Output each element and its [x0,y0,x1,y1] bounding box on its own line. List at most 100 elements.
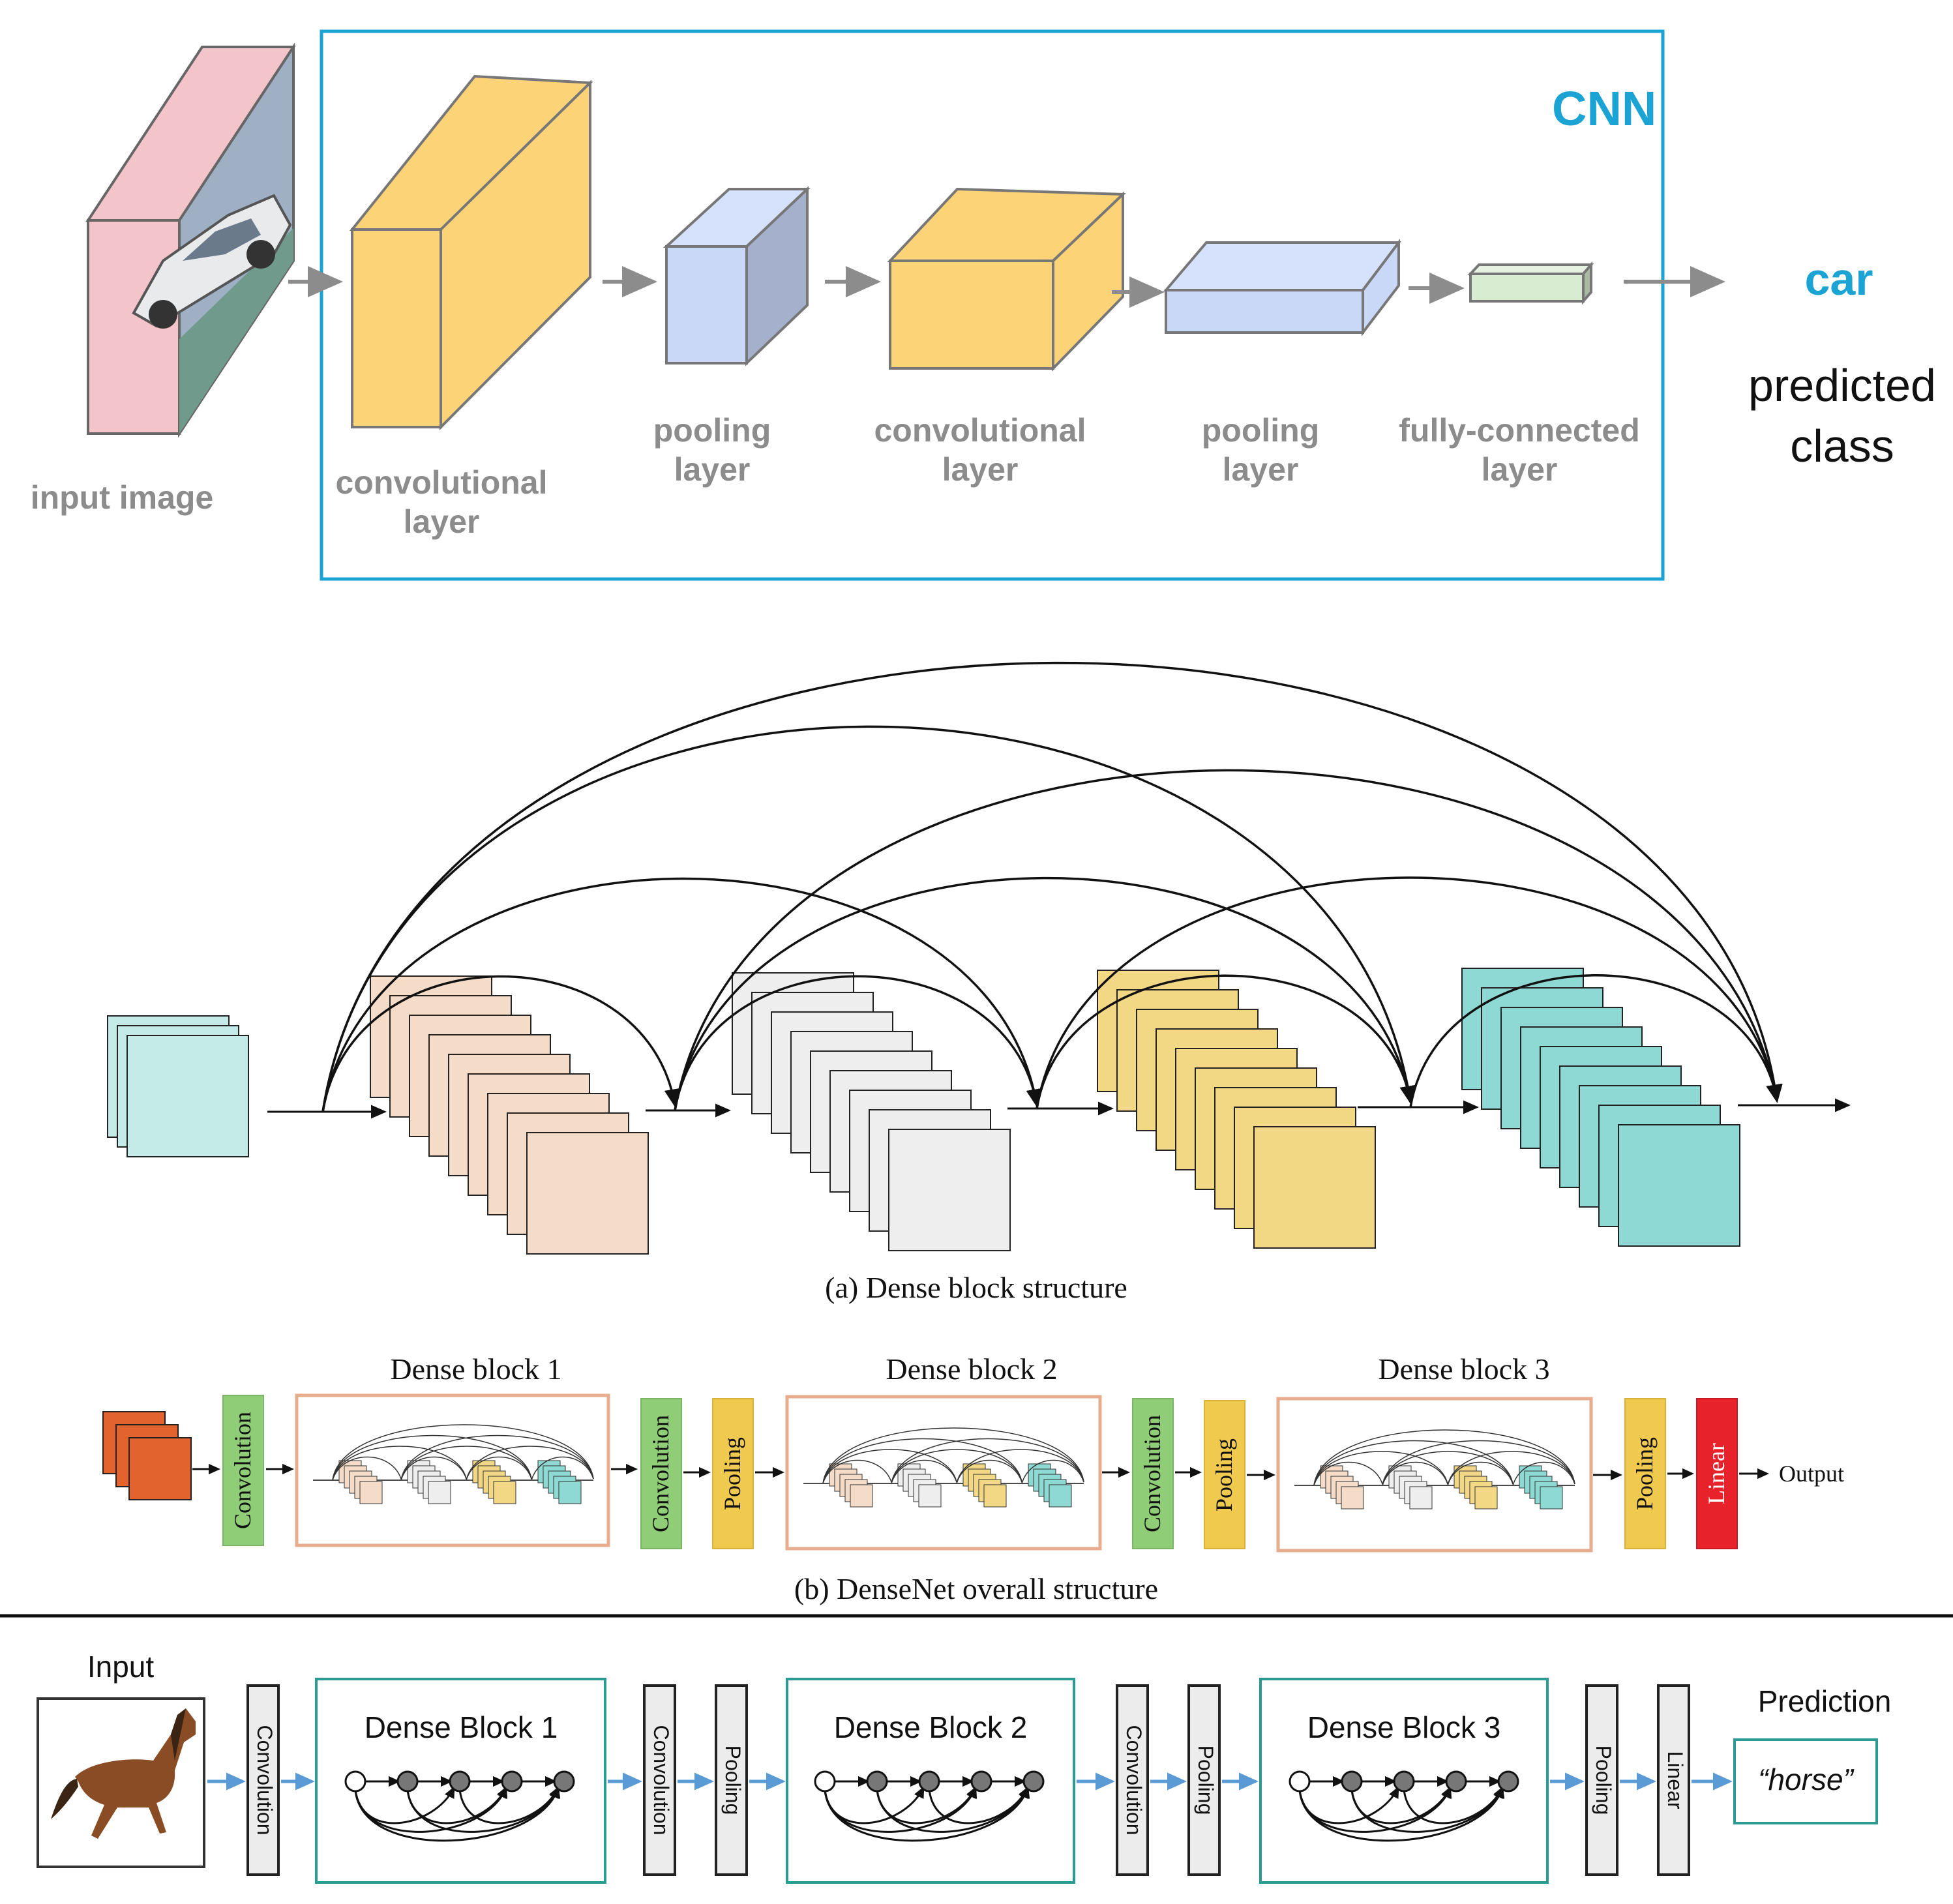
mini-feature-map [1049,1484,1072,1508]
convolution-2-label: Convolution [648,1415,674,1532]
dense-block-1-mini: Dense block 1 [295,1352,610,1547]
convolution-1: Convolution [222,1395,264,1546]
layer-2-label-line2: layer [674,451,751,488]
feature-map [888,1129,1011,1251]
layer-node [970,1770,992,1792]
input-image: input image [31,42,296,516]
cnn-frame [320,29,1665,581]
mini-skip-arc [1382,1461,1448,1486]
prediction-title: Prediction [1758,1684,1892,1718]
mini-skip-arc [1382,1440,1575,1486]
simple-convolution-1-label: Convolution [253,1725,276,1836]
feature-map [1253,1126,1376,1249]
layer-node [1445,1770,1467,1792]
mini-skip-arc [332,1456,402,1481]
predicted-class-line2: class [1790,421,1894,471]
feature-map [526,1132,649,1255]
mini-skip-arc [891,1438,1084,1484]
layer-node [1497,1770,1519,1792]
pooling-3-label: Pooling [1632,1437,1658,1510]
node-skip-connection [1298,1786,1505,1842]
node-skip-connection [1403,1786,1504,1824]
densenet-overall-caption: (b) DenseNet overall structure [794,1572,1158,1605]
mini-skip-arc [1447,1461,1513,1486]
layer-1-label-line2: layer [404,503,480,540]
layer-3-label-line2: layer [942,451,1019,488]
pooling-2: Pooling [1204,1400,1245,1549]
cnn-label: CNN [1552,82,1656,136]
mini-feature-map [359,1481,383,1504]
simple-dense-block-3: Dense Block 3 [1259,1678,1549,1884]
output-label: Output [1779,1461,1844,1487]
dense-layer-stack-1 [370,975,649,1255]
mini-skip-arc [1447,1451,1575,1486]
convolutional-layer-1 [349,74,593,430]
mini-skip-arc [822,1459,892,1484]
simple-pooling-3: Pooling [1585,1684,1618,1876]
cnn-panel: CNN input image [31,29,1936,581]
pooling-3: Pooling [1624,1398,1666,1549]
layer-5-label-line1: fully-connected [1399,412,1639,449]
simple-dense-block-2-title: Dense Block 2 [834,1710,1028,1744]
mini-skip-arc [400,1456,467,1481]
dense-block-3-mini: Dense block 3 [1276,1352,1593,1553]
convolution-2: Convolution [640,1398,682,1549]
mini-skip-arc [400,1435,594,1481]
convolution-1-label: Convolution [230,1412,256,1529]
skip-arc-2-3 [1036,974,1416,1109]
node-skip-connection [928,1786,1029,1824]
mini-skip-arc [332,1435,532,1481]
linear-layer: Linear [1696,1398,1738,1549]
layer-node [1022,1770,1045,1792]
horse-image [37,1697,205,1868]
layer-4-label-line1: pooling [1202,412,1320,449]
mini-skip-arc [332,1446,467,1481]
input-node [1289,1770,1311,1792]
simple-convolution-3-label: Convolution [1122,1725,1146,1836]
mini-skip-arc [956,1449,1084,1484]
pooling-layer-2 [1163,239,1402,336]
simple-linear-label: Linear [1663,1751,1687,1809]
mini-skip-arc [332,1424,594,1481]
mini-feature-map [1341,1486,1364,1510]
layer-node [396,1770,419,1792]
predicted-class-line1: predicted [1748,360,1936,411]
skip-arc-0-3 [321,725,1416,1112]
mini-feature-map [918,1484,942,1508]
feature-map [127,1035,249,1157]
dense-block-2-mini: Dense block 2 [785,1352,1102,1551]
input-feature-stack [107,1015,249,1157]
node-skip-connection [876,1786,1030,1833]
dense-block-1-title: Dense block 1 [390,1352,561,1386]
dense-layer-stack-2 [732,972,1011,1251]
skip-arc-0-2 [321,877,1042,1112]
pooling-layer-1 [663,186,811,366]
skip-arc-2-4 [1036,876,1782,1109]
layer-node [501,1770,523,1792]
pooling-1-label: Pooling [719,1437,745,1510]
mini-skip-arc [1382,1451,1513,1486]
mini-skip-arc [1512,1461,1575,1486]
layer-node [449,1770,471,1792]
simple-pooling-1: Pooling [715,1684,748,1876]
input-node [344,1770,366,1792]
node-skip-connection [406,1786,560,1833]
layer-node [866,1770,888,1792]
layer-2-label-line1: pooling [653,412,771,449]
layer-node [918,1770,940,1792]
convolution-3-label: Convolution [1139,1415,1165,1532]
simple-convolution-1: Convolution [246,1684,280,1876]
pooling-2-label: Pooling [1211,1438,1237,1511]
mini-skip-arc [531,1456,594,1481]
densenet-overall-panel: Convolution Dense block 1 Convolution Po… [102,1352,1844,1605]
dense-block-panel: (a) Dense block structure [107,661,1851,1304]
layer-node [553,1770,575,1792]
mini-skip-arc [1313,1429,1575,1486]
simple-convolution-2: Convolution [643,1684,676,1876]
simple-pooling-1-label: Pooling [721,1746,745,1815]
skip-arc-0-1 [321,975,680,1112]
simple-pooling-2: Pooling [1187,1684,1221,1876]
layer-1-label-line1: convolutional [336,464,548,501]
dense-block-2-title: Dense block 2 [886,1352,1057,1386]
